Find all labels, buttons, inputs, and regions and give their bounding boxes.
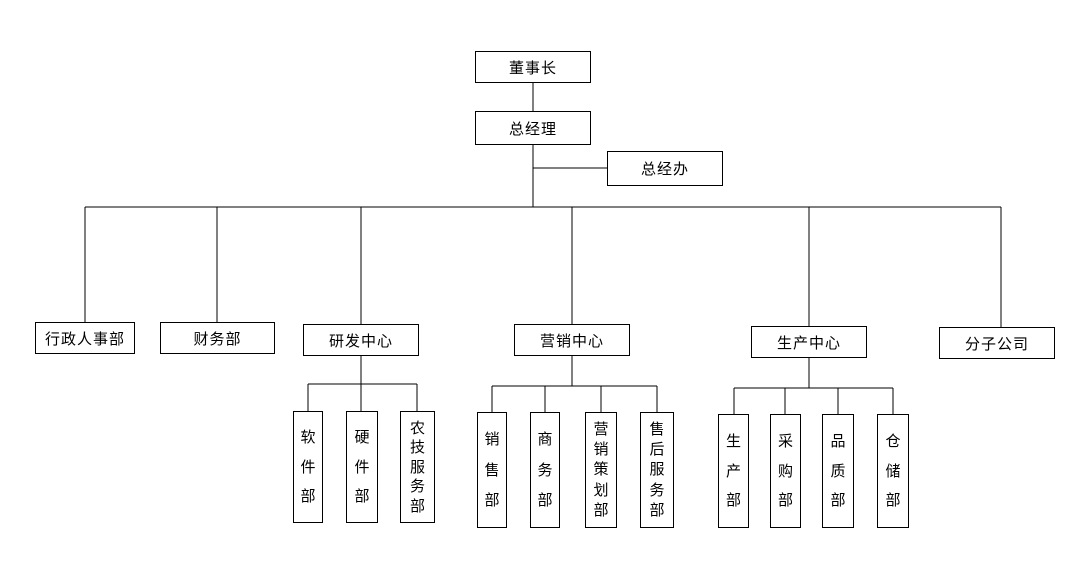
node-marketing-planning: 营销策划部 [585, 412, 617, 528]
node-production-center-label: 生产中心 [776, 333, 841, 352]
node-hardware: 硬件部 [346, 411, 378, 523]
node-finance: 财务部 [160, 322, 275, 354]
node-subsidiary: 分子公司 [939, 327, 1055, 359]
node-chairman: 董事长 [475, 51, 591, 83]
node-production-center: 生产中心 [751, 326, 867, 358]
node-finance-label: 财务部 [193, 329, 242, 348]
node-software: 软件部 [293, 411, 323, 523]
node-quality: 品质部 [822, 414, 854, 528]
node-sales: 销售部 [477, 412, 507, 528]
node-business: 商务部 [530, 412, 560, 528]
node-production: 生产部 [718, 414, 749, 528]
node-general-manager: 总经理 [475, 111, 591, 145]
node-agritech-service: 农技服务部 [400, 411, 435, 523]
node-chairman-label: 董事长 [508, 58, 557, 77]
node-admin-hr-label: 行政人事部 [44, 329, 125, 348]
connector-group [84, 83, 1002, 414]
node-warehouse: 仓储部 [877, 414, 909, 528]
node-subsidiary-label: 分子公司 [964, 334, 1029, 353]
node-rd-center-label: 研发中心 [328, 331, 393, 350]
node-marketing-center-label: 营销中心 [539, 331, 604, 350]
node-procurement: 采购部 [770, 414, 801, 528]
node-after-sales-service: 售后服务部 [640, 412, 674, 528]
node-general-manager-label: 总经理 [508, 119, 557, 138]
node-gm-office: 总经办 [607, 151, 723, 186]
node-gm-office-label: 总经办 [640, 160, 689, 178]
node-rd-center: 研发中心 [303, 324, 419, 356]
node-marketing-center: 营销中心 [514, 324, 630, 356]
node-admin-hr: 行政人事部 [35, 322, 135, 354]
